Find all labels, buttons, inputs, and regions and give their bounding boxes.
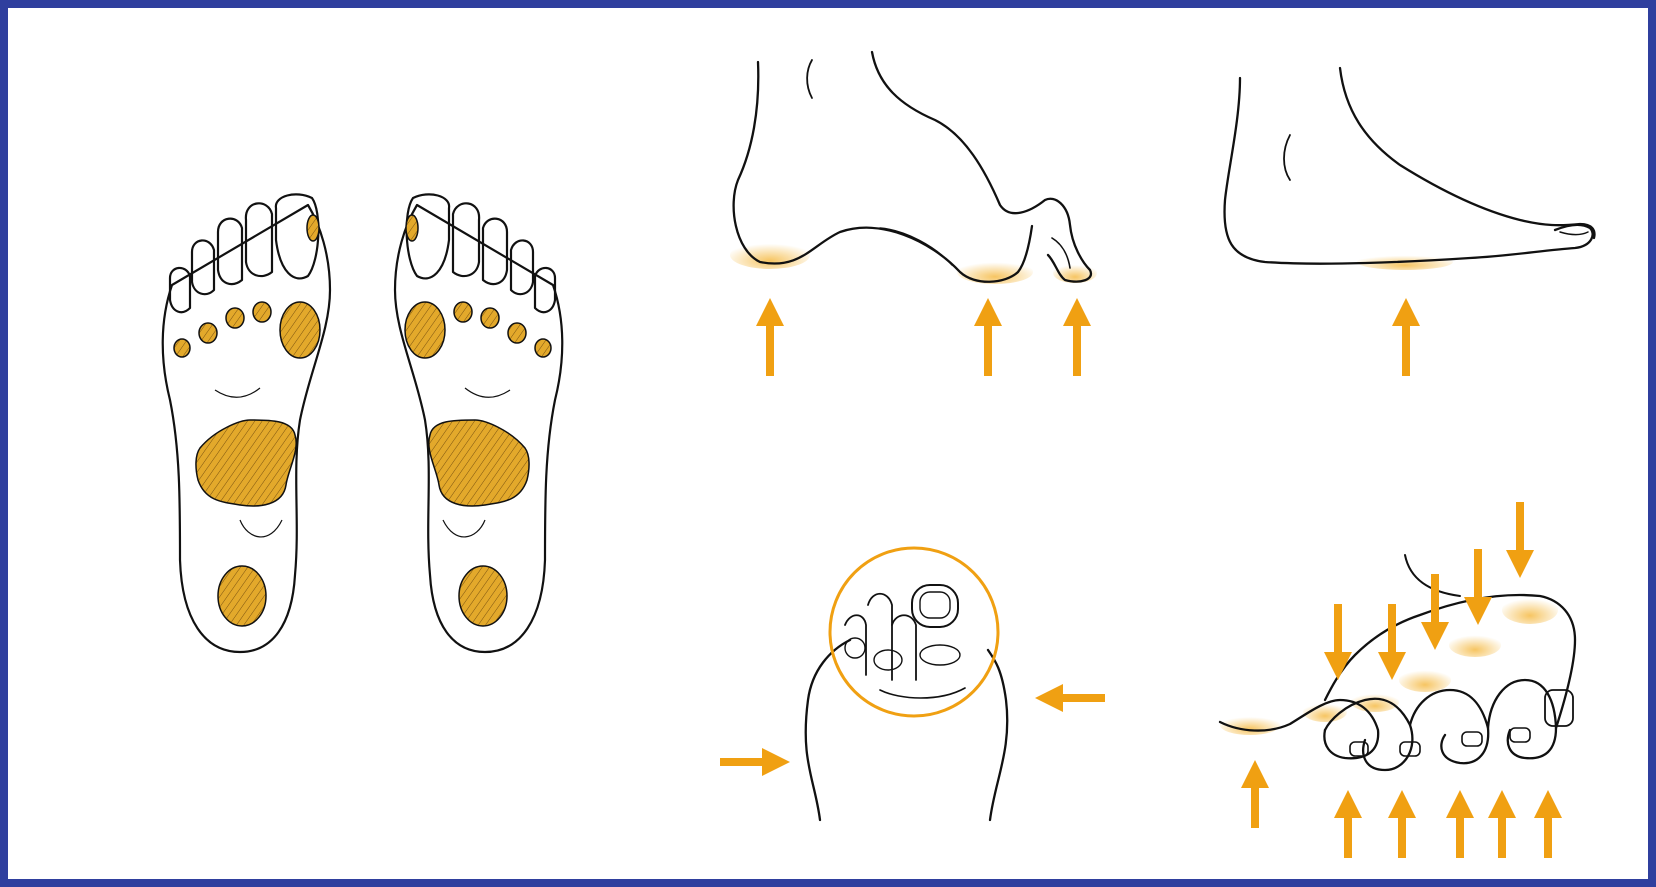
hammer-big-knuckle-glow (1502, 596, 1558, 624)
right-met-pad-3 (481, 308, 499, 328)
right-big-toe-pad (406, 215, 418, 241)
right-ball-pad (405, 302, 445, 358)
hammer-knuckle-glow-3 (1399, 668, 1451, 692)
left-ball-pad (280, 302, 320, 358)
right-met-pad-2 (454, 302, 472, 322)
left-heel-pad (218, 566, 266, 626)
right-met-pad-5 (535, 339, 551, 357)
right-heel-pad (459, 566, 507, 626)
left-met-pad-5 (174, 339, 190, 357)
right-met-pad-4 (508, 323, 526, 343)
left-big-toe-pad (307, 215, 319, 241)
left-met-pad-2 (253, 302, 271, 322)
left-met-pad-4 (199, 323, 217, 343)
hammer-knuckle-glow-2 (1449, 633, 1501, 657)
left-met-pad-3 (226, 308, 244, 328)
